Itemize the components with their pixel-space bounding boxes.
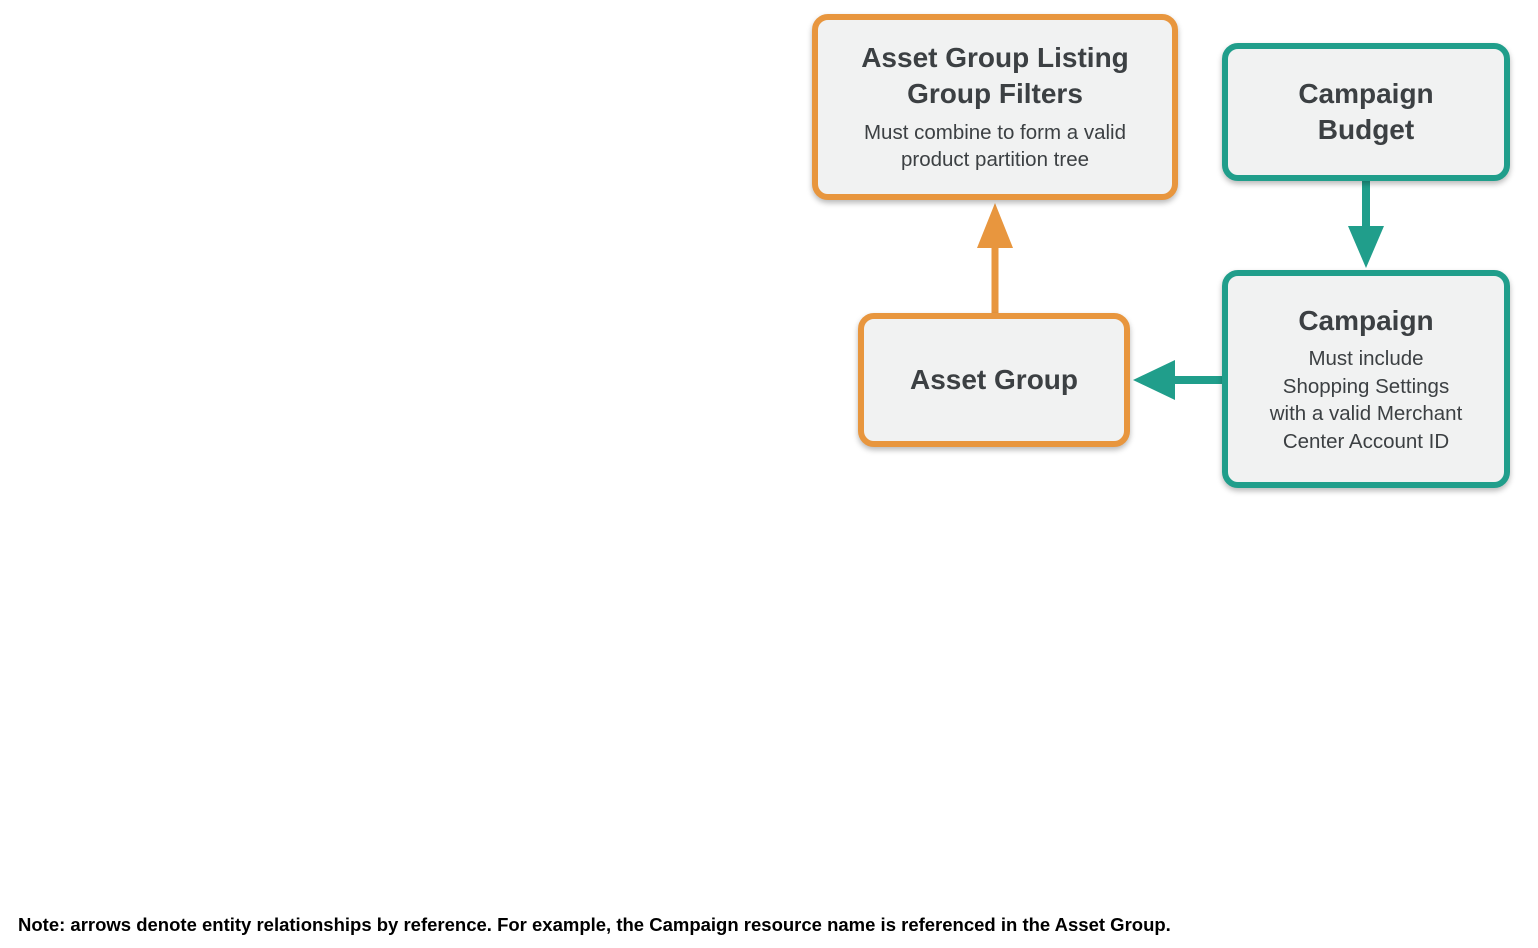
- node-subtitle: Must include Shopping Settings with a va…: [1269, 347, 1463, 453]
- node-campaign: Campaign Must include Shopping Settings …: [1222, 270, 1510, 488]
- node-asset-group-listing-group-filters: Asset Group Listing Group Filters Must c…: [812, 14, 1178, 200]
- arrow-campaign-budget-to-campaign: [1348, 180, 1384, 268]
- node-title: Asset Group Listing Group Filters: [861, 42, 1129, 110]
- node-asset-group: Asset Group: [858, 313, 1130, 447]
- node-title: Asset Group: [909, 364, 1079, 396]
- footnote: Note: arrows denote entity relationships…: [18, 914, 1171, 935]
- node-title: Campaign Budget: [1298, 78, 1434, 145]
- node-subtitle: Must combine to form a valid product par…: [863, 120, 1127, 172]
- node-campaign-budget: Campaign Budget: [1222, 43, 1510, 181]
- arrow-asset-group-to-listing-filters: [977, 203, 1013, 314]
- arrow-campaign-to-asset-group: [1133, 360, 1223, 400]
- node-title: Campaign: [1298, 304, 1434, 336]
